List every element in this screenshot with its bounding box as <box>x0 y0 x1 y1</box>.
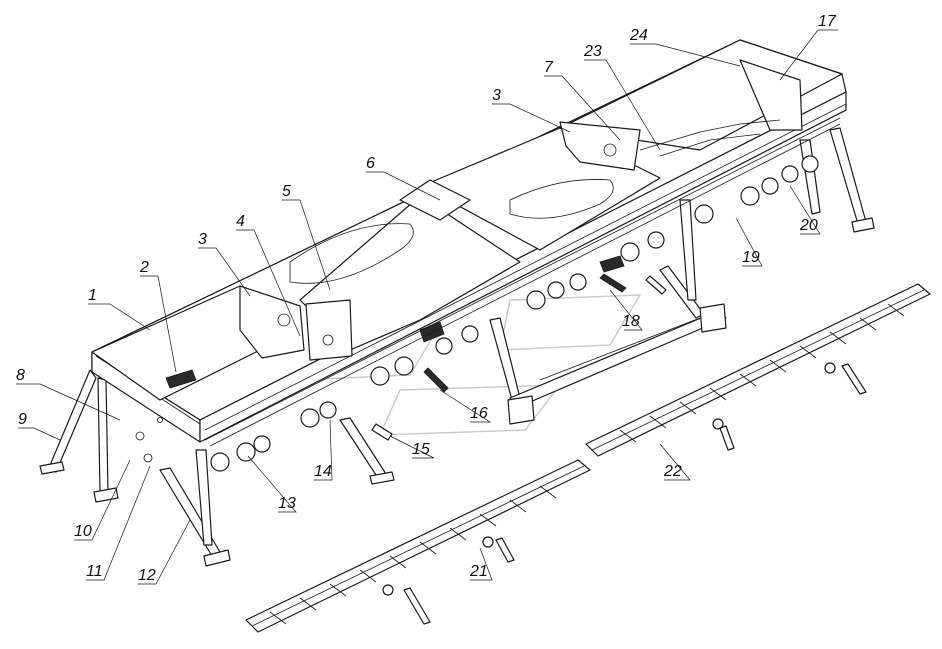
callout-6: 6 <box>366 155 375 172</box>
callout-20: 20 <box>799 217 818 234</box>
callout-23: 23 <box>583 43 602 60</box>
callout-7: 7 <box>544 59 554 76</box>
callout-3-left: 3 <box>198 231 207 248</box>
cover-latch <box>165 255 625 389</box>
callout-19: 19 <box>742 249 760 266</box>
callout-11: 11 <box>86 563 103 580</box>
callout-10: 10 <box>74 523 92 540</box>
callout-12: 12 <box>138 567 156 584</box>
drive-shafts <box>371 119 781 441</box>
callout-4: 4 <box>236 213 245 230</box>
callout-9: 9 <box>18 411 27 428</box>
callout-1: 1 <box>88 287 97 304</box>
callout-17: 17 <box>818 13 837 30</box>
callout-13: 13 <box>278 495 296 512</box>
seed-tube-rail-22 <box>585 283 931 457</box>
callout-15: 15 <box>412 441 430 458</box>
lower-frame <box>507 303 727 425</box>
callout-3-right: 3 <box>492 87 501 104</box>
callout-labels: 1 2 3 4 5 6 3 7 23 24 17 8 9 10 11 12 13… <box>16 13 837 584</box>
callout-5: 5 <box>282 183 291 200</box>
callout-24: 24 <box>629 27 648 44</box>
metering-units <box>204 117 841 472</box>
leader-lines <box>16 29 838 585</box>
seed-tube-rail-21 <box>245 459 591 633</box>
callout-2: 2 <box>139 259 149 276</box>
end-plates <box>135 59 803 463</box>
callout-18: 18 <box>622 313 640 330</box>
callout-8: 8 <box>16 367 25 384</box>
callout-14: 14 <box>314 463 332 480</box>
callout-22: 22 <box>663 463 682 480</box>
callout-21: 21 <box>469 563 488 580</box>
callout-16: 16 <box>470 405 488 422</box>
